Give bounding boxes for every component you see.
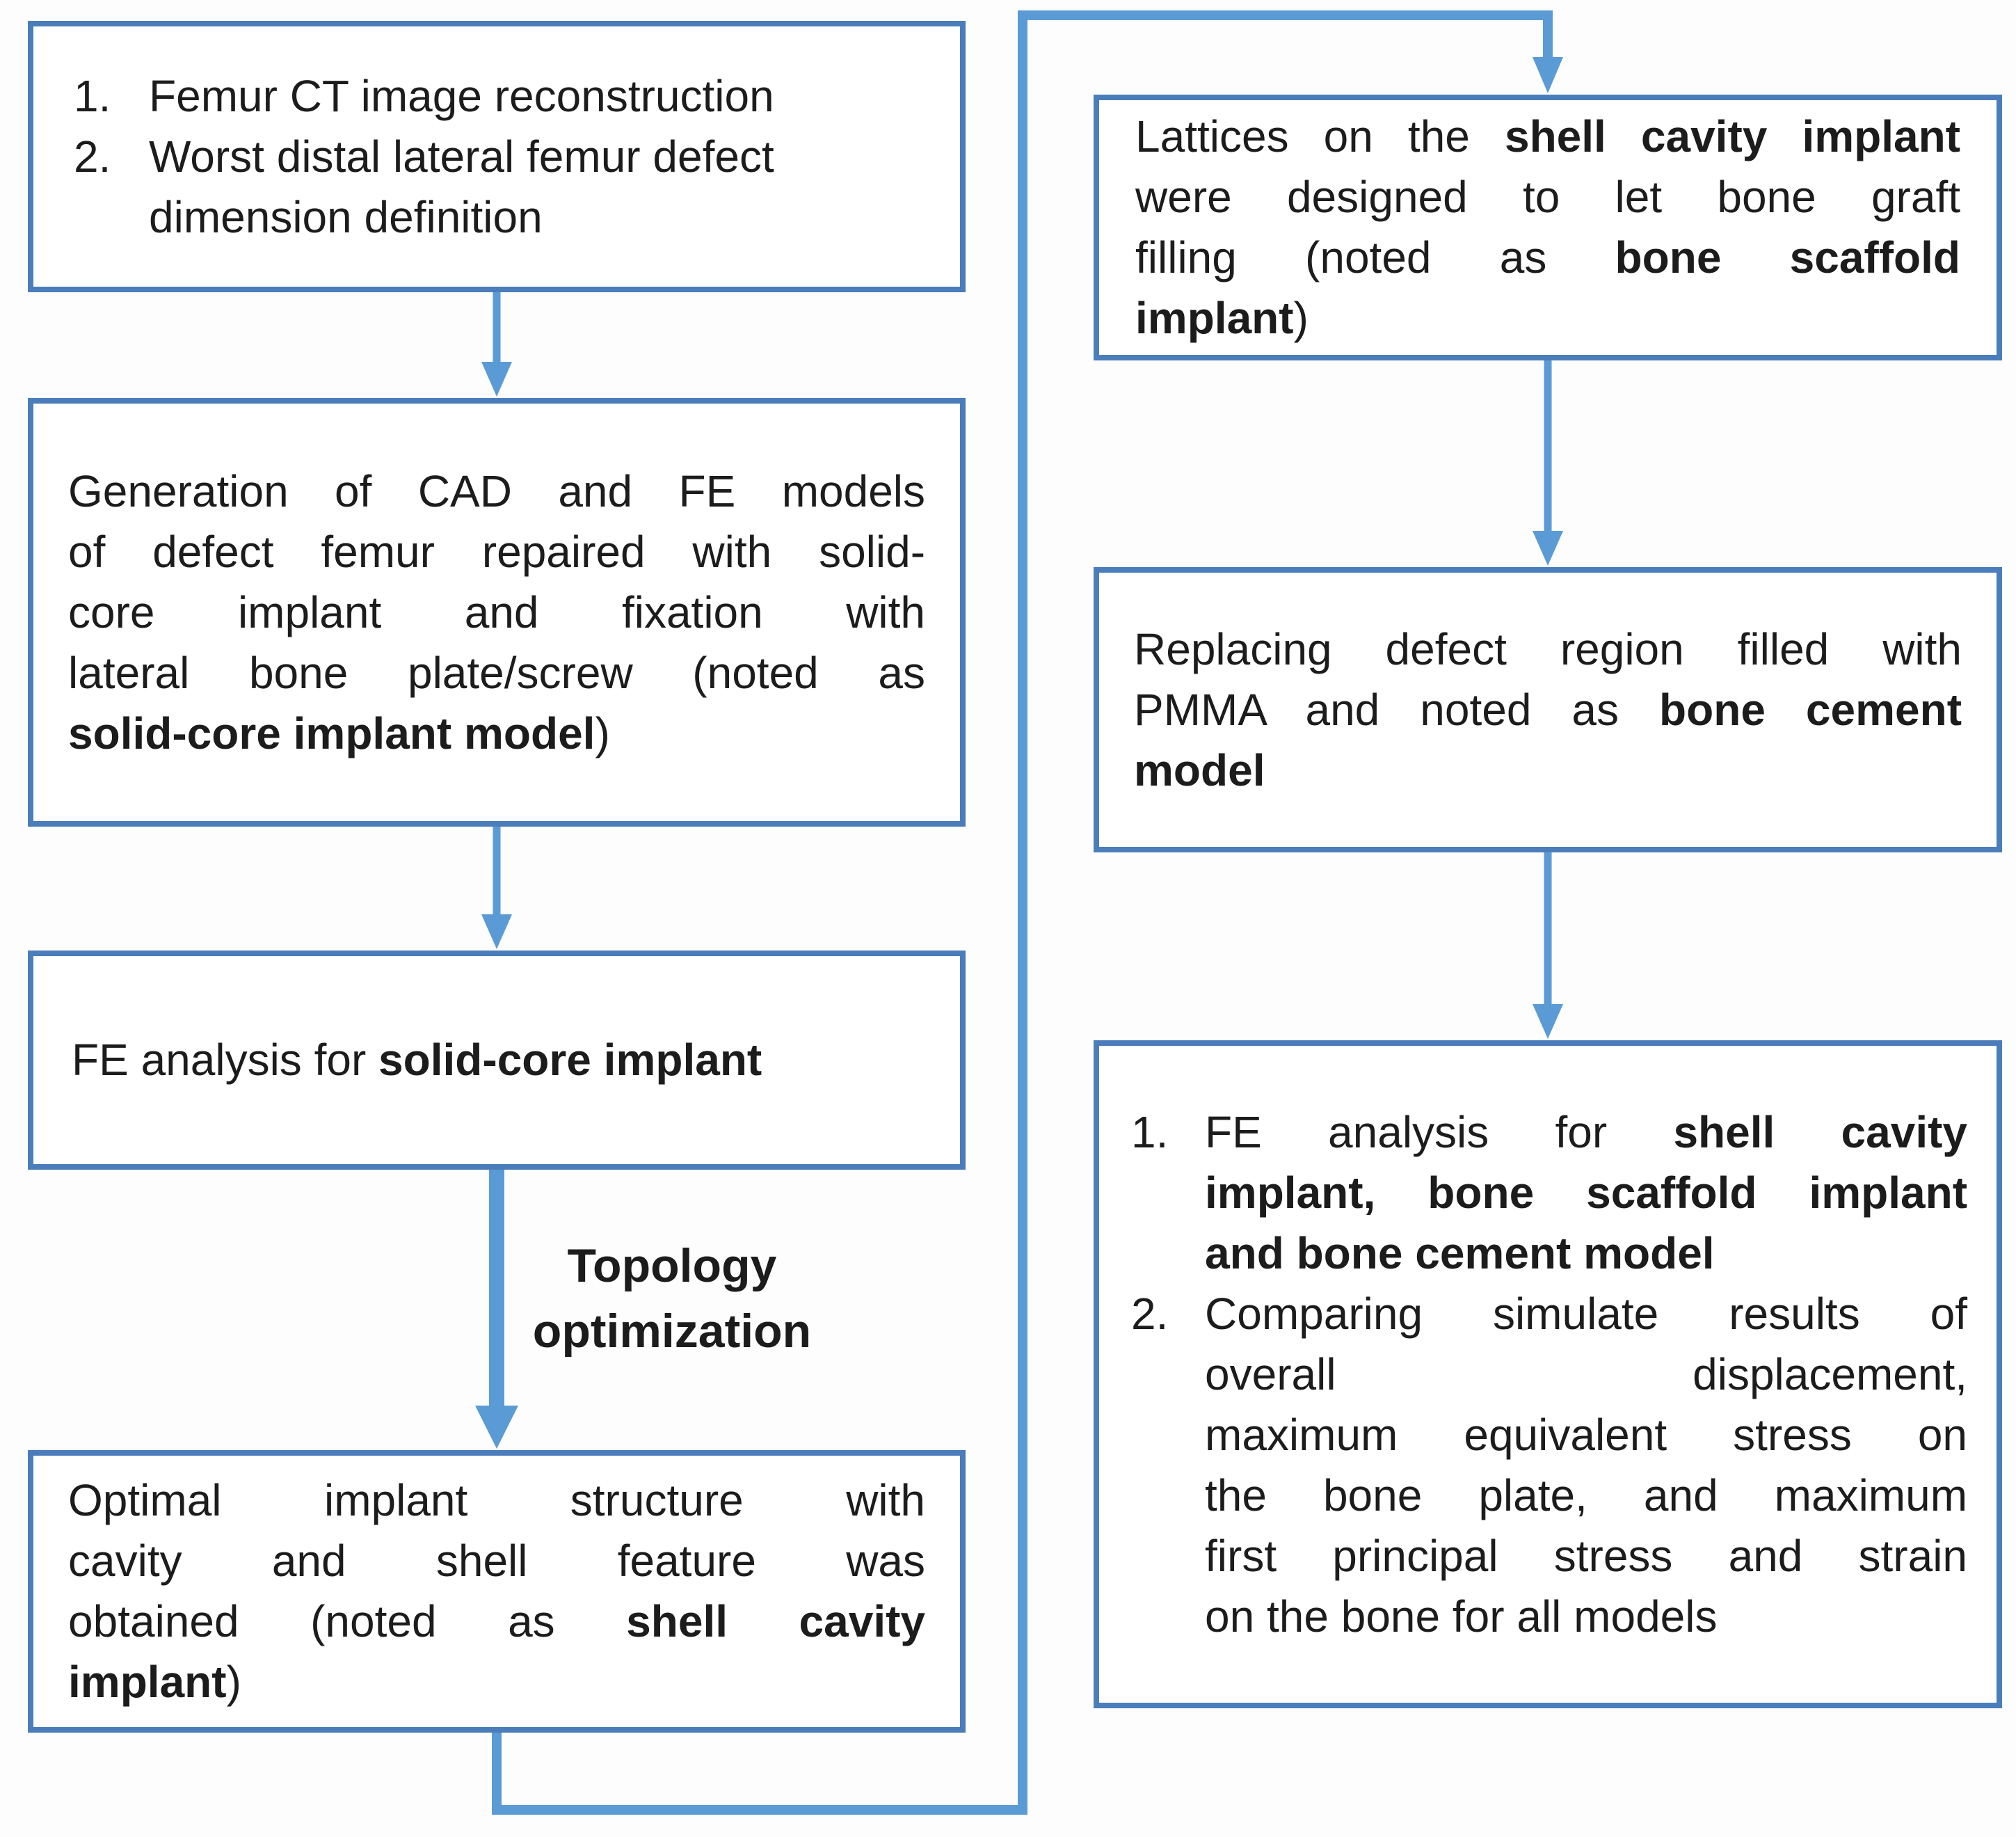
arrow-topology-head	[475, 1406, 518, 1449]
list-item: 2. Comparing simulate results of overall d…	[1131, 1284, 1967, 1647]
box-image-reconstruction: 1. Femur CT image reconstruction 2. Worst d…	[28, 21, 966, 292]
box-cad-fe-model-generation: Generation of CAD and FE models of defect…	[28, 398, 966, 827]
arrow-r1-r2-head	[1533, 531, 1563, 566]
text-line: Generation of CAD and FE models	[68, 466, 925, 516]
text-line: obtained (noted as shell cavity	[68, 1596, 925, 1646]
text-line: of defect femur repaired with solid-	[68, 526, 925, 577]
arrow-l2-l3-head	[481, 914, 512, 949]
text-line: model	[1134, 745, 1265, 795]
list-item: 1. FE analysis for shell cavity implant, b…	[1131, 1102, 1967, 1284]
text-line: Optimal implant structure with	[68, 1475, 925, 1525]
arrow-r2-r3-head	[1533, 1004, 1563, 1039]
text-line: cavity and shell feature was	[68, 1536, 925, 1586]
text-line: Femur CT image reconstruction	[149, 70, 774, 121]
text-line: implant, bone scaffold implant	[1205, 1167, 1967, 1218]
text-line: core implant and fixation with	[68, 587, 925, 637]
text-line: implant)	[1135, 293, 1309, 343]
text-line: Comparing simulate results of	[1205, 1288, 1967, 1339]
box-lattice-design: Lattices on the shell cavity implant were…	[1094, 95, 2002, 360]
list-item-number: 1.	[1131, 1106, 1169, 1157]
box-optimal-implant-structure: Optimal implant structure with cavity and…	[28, 1450, 966, 1733]
connector-l4-r1-head	[1533, 57, 1563, 93]
text-line: implant)	[68, 1657, 241, 1707]
text-line: filling (noted as bone scaffold	[1135, 232, 1961, 283]
text-line: first principal stress and strain	[1205, 1530, 1967, 1581]
text-line: dimension definition	[149, 191, 543, 242]
text-line: FE analysis for solid-core implant	[72, 1035, 762, 1085]
topology-optimization-label: Topology optimization	[512, 1233, 832, 1364]
text-line: overall displacement,	[1205, 1349, 1967, 1399]
text-line: optimization	[532, 1305, 812, 1358]
text-line: lateral bone plate/screw (noted as	[68, 647, 925, 698]
list-item-number: 1.	[74, 70, 111, 121]
list-item-number: 2.	[1131, 1288, 1169, 1339]
list-item: 2. Worst distal lateral femur defect dimen…	[74, 127, 932, 248]
box-fe-analysis-solid-core: FE analysis for solid-core implant	[28, 951, 966, 1170]
text-line: Topology	[567, 1239, 777, 1292]
arrow-l1-l2-head	[481, 362, 512, 397]
text-line: solid-core implant model)	[68, 708, 610, 758]
text-line: Lattices on the shell cavity implant	[1135, 111, 1961, 161]
list-item-number: 2.	[74, 131, 111, 182]
text-line: Worst distal lateral femur defect	[149, 131, 774, 182]
text-line: FE analysis for shell cavity	[1205, 1106, 1967, 1157]
text-line: Replacing defect region filled with	[1134, 623, 1962, 674]
text-line: PMMA and noted as bone cement	[1134, 684, 1962, 735]
list-item: 1. Femur CT image reconstruction	[74, 66, 932, 127]
text-line: on the bone for all models	[1205, 1591, 1718, 1641]
text-line: the bone plate, and maximum	[1205, 1470, 1967, 1520]
text-line: were designed to let bone graft	[1135, 172, 1960, 222]
box-fe-analysis-comparison: 1. FE analysis for shell cavity implant, b…	[1094, 1040, 2002, 1708]
text-line: and bone cement model	[1205, 1227, 1715, 1278]
text-line: maximum equivalent stress on	[1205, 1409, 1967, 1460]
connector-l4-r1-line	[492, 10, 1553, 1815]
